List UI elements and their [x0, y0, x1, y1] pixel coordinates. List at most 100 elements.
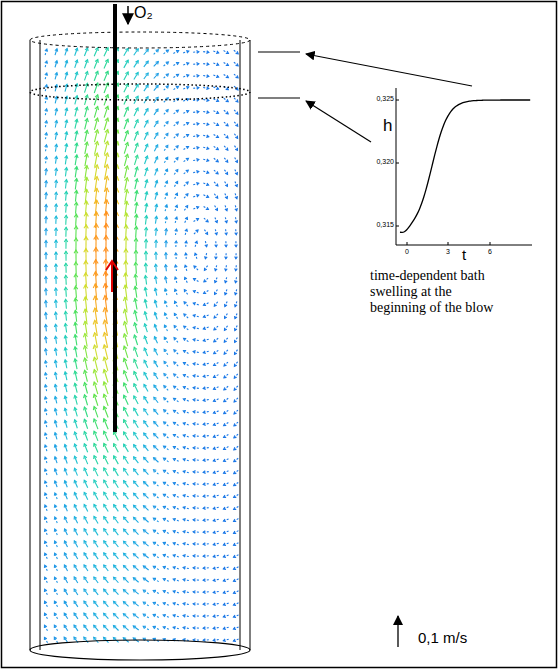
- velocity-arrow: [134, 384, 138, 392]
- velocity-arrow: [204, 290, 209, 293]
- velocity-arrow: [203, 327, 208, 330]
- velocity-arrow: [175, 217, 178, 223]
- velocity-arrow: [183, 591, 189, 594]
- velocity-arrow: [134, 299, 138, 310]
- velocity-arrow: [173, 422, 178, 425]
- velocity-arrow: [55, 132, 58, 139]
- velocity-arrow: [183, 86, 188, 89]
- velocity-arrow: [114, 529, 119, 535]
- velocity-arrow: [193, 615, 199, 618]
- velocity-arrow: [234, 458, 238, 461]
- velocity-arrow: [124, 529, 129, 535]
- velocity-arrow: [234, 74, 238, 78]
- velocity-arrow: [163, 506, 168, 509]
- velocity-arrow: [143, 602, 148, 606]
- velocity-arrow: [184, 314, 188, 318]
- velocity-arrow: [54, 324, 57, 332]
- velocity-arrow: [94, 637, 99, 642]
- velocity-arrow: [193, 363, 199, 366]
- velocity-arrow: [184, 338, 189, 341]
- velocity-arrow: [173, 590, 179, 593]
- velocity-arrow: [163, 602, 169, 605]
- velocity-arrow: [74, 505, 77, 512]
- velocity-arrow: [164, 361, 168, 366]
- velocity-arrow: [234, 98, 238, 102]
- velocity-arrow: [123, 407, 128, 416]
- velocity-arrow: [44, 289, 47, 296]
- velocity-arrow: [104, 456, 109, 465]
- velocity-arrow: [125, 178, 129, 191]
- velocity-arrow: [104, 577, 109, 583]
- velocity-arrow: [213, 555, 218, 558]
- velocity-arrow: [225, 314, 228, 319]
- velocity-arrow: [54, 228, 57, 236]
- velocity-arrow: [205, 253, 208, 259]
- velocity-arrow: [195, 253, 198, 258]
- velocity-arrow: [84, 504, 88, 511]
- velocity-arrow: [194, 266, 198, 270]
- velocity-arrow: [74, 468, 77, 475]
- velocity-arrow: [183, 410, 188, 413]
- velocity-arrow: [45, 145, 48, 151]
- velocity-arrow: [144, 144, 148, 152]
- velocity-arrow: [134, 372, 138, 381]
- velocity-arrow: [163, 614, 169, 617]
- velocity-arrow: [134, 335, 138, 345]
- velocity-arrow: [193, 171, 199, 174]
- velocity-arrow: [225, 253, 228, 259]
- velocity-arrow: [54, 384, 57, 391]
- velocity-arrow: [84, 72, 88, 81]
- velocity-arrow: [155, 240, 158, 248]
- velocity-arrow: [193, 87, 199, 90]
- velocity-arrow: [74, 250, 78, 262]
- velocity-arrow: [164, 110, 168, 115]
- velocity-arrow: [54, 445, 57, 451]
- velocity-arrow: [153, 578, 158, 581]
- velocity-arrow: [235, 229, 238, 235]
- velocity-arrow: [125, 166, 129, 178]
- velocity-arrow: [214, 363, 219, 366]
- velocity-arrow: [65, 168, 68, 177]
- velocity-arrow: [164, 313, 167, 319]
- velocity-arrow: [175, 205, 178, 211]
- velocity-arrow: [163, 518, 168, 521]
- velocity-arrow: [144, 324, 147, 332]
- velocity-arrow: [74, 190, 78, 201]
- velocity-arrow: [213, 507, 218, 510]
- velocity-arrow: [235, 217, 238, 222]
- velocity-arrow: [103, 394, 108, 406]
- velocity-arrow: [183, 555, 189, 558]
- velocity-arrow: [74, 359, 78, 369]
- velocity-arrow: [213, 423, 218, 426]
- velocity-arrow: [54, 300, 57, 308]
- velocity-arrow: [234, 62, 238, 66]
- velocity-arrow: [235, 350, 238, 355]
- velocity-arrow: [153, 554, 158, 557]
- velocity-arrow: [44, 493, 47, 499]
- velocity-arrow: [134, 120, 138, 128]
- velocity-arrow: [124, 48, 128, 55]
- velocity-arrow: [54, 264, 57, 272]
- velocity-arrow: [203, 591, 209, 594]
- velocity-arrow: [235, 241, 238, 247]
- velocity-arrow: [144, 336, 148, 344]
- velocity-arrow: [74, 202, 78, 214]
- velocity-arrow: [84, 541, 88, 547]
- velocity-arrow: [183, 51, 189, 54]
- velocity-arrow: [54, 288, 57, 296]
- velocity-arrow: [224, 134, 228, 138]
- velocity-arrow: [164, 265, 167, 272]
- velocity-arrow: [203, 471, 209, 474]
- velocity-arrow: [133, 554, 138, 559]
- velocity-arrow: [203, 399, 209, 402]
- velocity-arrow: [93, 394, 98, 405]
- velocity-arrow: [83, 309, 87, 323]
- velocity-arrow: [44, 385, 47, 391]
- velocity-arrow: [64, 203, 67, 212]
- velocity-arrow: [215, 253, 218, 259]
- velocity-arrow: [54, 348, 57, 355]
- velocity-arrow: [54, 336, 57, 343]
- velocity-arrow: [144, 360, 148, 368]
- velocity-arrow: [45, 193, 48, 200]
